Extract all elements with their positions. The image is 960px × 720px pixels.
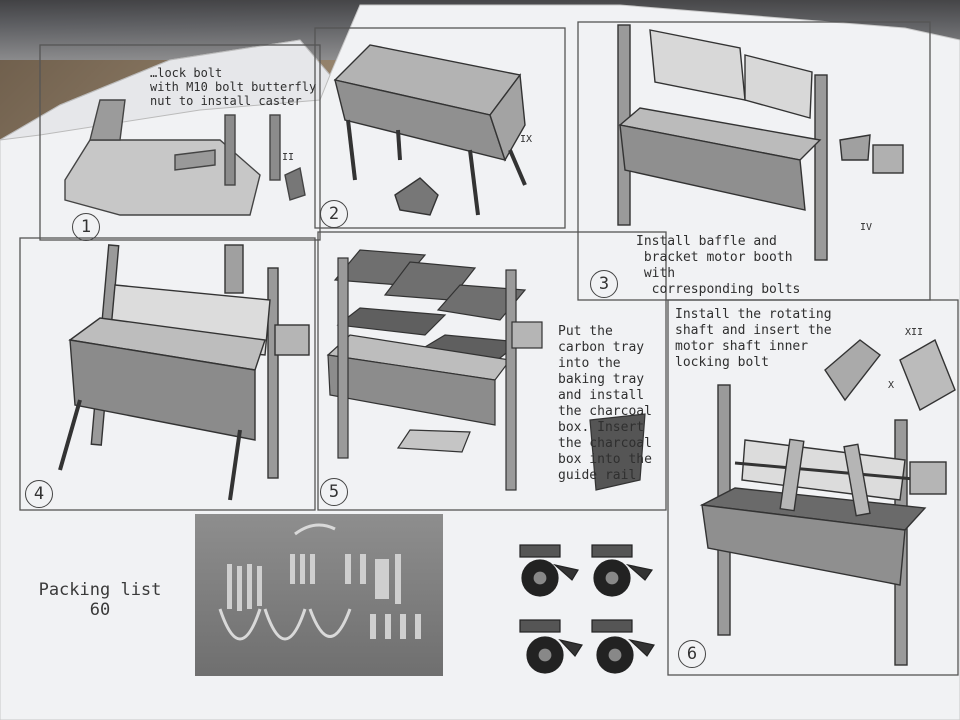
panel-3-illustration (617, 24, 904, 261)
packing-list-photo (195, 514, 443, 676)
panel-6-border (667, 299, 959, 676)
panel-3-caption: Install baffle and bracket motor booth w… (636, 234, 801, 297)
panel-5-border (317, 231, 667, 511)
panel-1-caption: …lock bolt with M10 bolt butterfly nut t… (150, 66, 317, 108)
panel-6-illustration (699, 338, 956, 666)
label-ii: II (282, 152, 295, 163)
panel-number-6: 6 (678, 640, 706, 668)
panel-2-illustration (333, 44, 527, 216)
panel-number-2: 2 (320, 200, 348, 228)
panel-number-3: 3 (590, 270, 618, 298)
caster-4 (591, 619, 655, 674)
panel-1-illustration (64, 99, 306, 216)
packing-list-label: Packing list 60 (30, 580, 170, 620)
packing-list-count: 60 (89, 600, 111, 620)
panel-1-border (39, 44, 321, 241)
caster-3 (519, 619, 583, 674)
label-xii: XII (905, 327, 924, 338)
panel-number-4: 4 (25, 480, 53, 508)
caster-1 (519, 544, 579, 597)
packing-list-title: Packing list (38, 580, 162, 600)
panel-number-5: 5 (320, 478, 348, 506)
panel-4-illustration (58, 244, 310, 501)
label-x: X (888, 380, 895, 391)
label-ix: IX (520, 134, 533, 145)
panel-number-1: 1 (72, 213, 100, 241)
panel-4-border (19, 237, 316, 511)
label-iv: IV (860, 222, 873, 233)
panel-5-illustration (326, 249, 646, 491)
panel-2-border (314, 27, 566, 229)
panel-5-caption: Put the carbon tray into the baking tray… (558, 324, 652, 483)
caster-2 (591, 544, 654, 597)
caster-wheels (519, 544, 655, 674)
panel-6-caption: Install the rotating shaft and insert th… (675, 307, 832, 370)
